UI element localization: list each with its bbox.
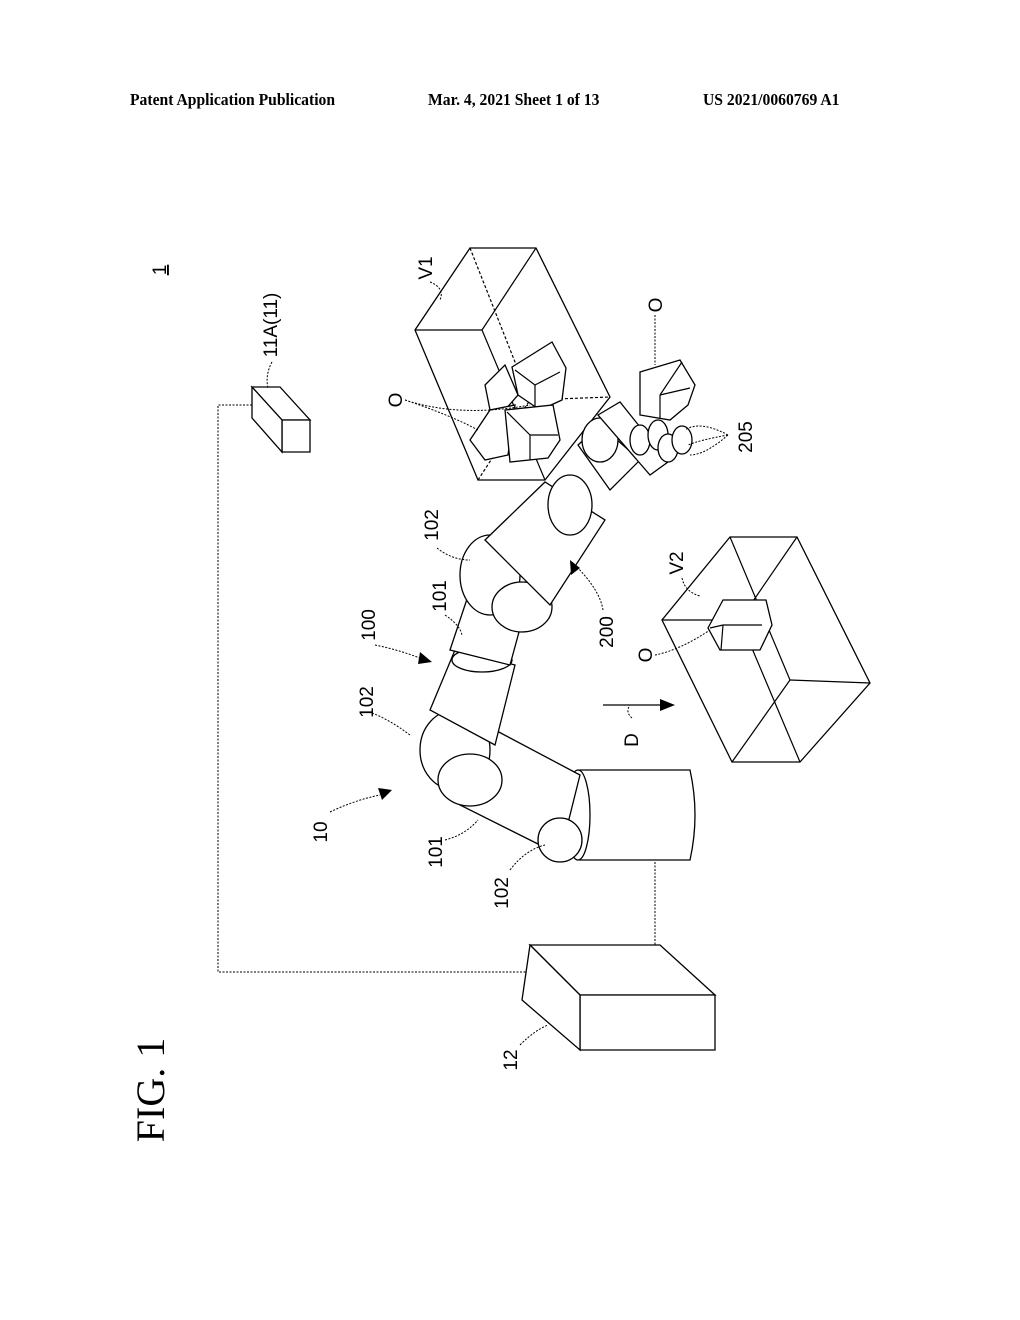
label-held-object: O [646, 298, 667, 313]
label-suction-pads: 205 [736, 421, 757, 453]
label-joint-mid: 102 [357, 686, 378, 718]
container-v2 [662, 537, 870, 762]
camera-box [252, 387, 310, 452]
label-direction: D [622, 733, 643, 747]
label-arm: 100 [359, 609, 380, 641]
label-joint-upper: 102 [422, 509, 443, 541]
label-container-v2: V2 [667, 551, 688, 574]
label-link-lower: 101 [426, 836, 447, 868]
label-object-v2: O [636, 648, 657, 663]
label-hand: 200 [597, 616, 618, 648]
arrow-head [660, 699, 675, 711]
label-link-upper: 101 [430, 580, 451, 612]
label-joint-lower: 102 [492, 877, 513, 909]
label-container-v1: V1 [416, 256, 437, 279]
controller-box [522, 945, 715, 1050]
figure-title: FIG. 1 [128, 1038, 173, 1142]
label-robot: 10 [311, 821, 332, 842]
label-controller: 12 [501, 1049, 522, 1070]
system-ref-label: 1 [150, 265, 171, 276]
label-camera: 11A(11) [261, 293, 282, 358]
label-objects-v1: O [386, 393, 407, 408]
